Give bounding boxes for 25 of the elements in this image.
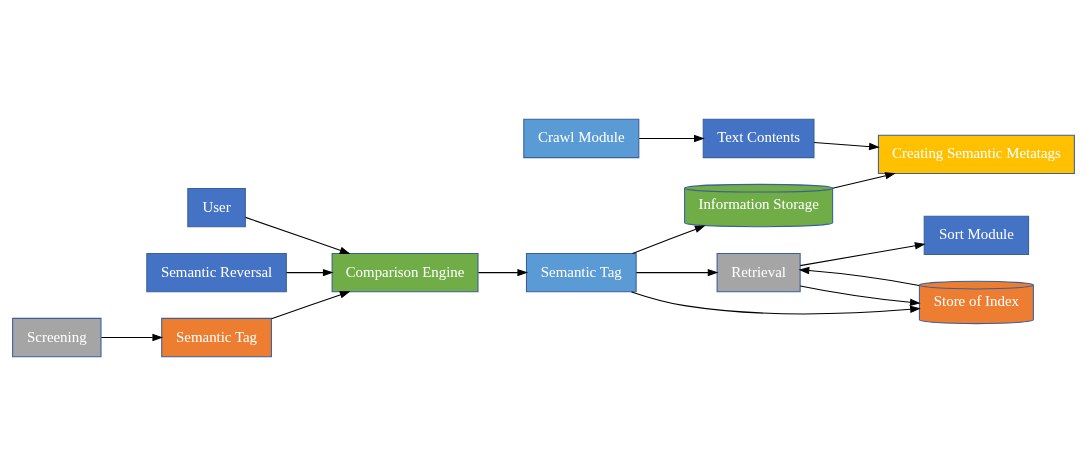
arrow [638,134,705,142]
arrow [477,268,529,276]
arrow [100,333,164,341]
arrow [271,290,351,319]
arrow [632,224,706,254]
node-box: Creating Semantic Metatags [877,134,1075,174]
arrow [799,241,926,266]
arrow [813,141,880,150]
node-box: Screening [12,317,102,357]
arrow [832,171,896,189]
arrow [285,268,334,276]
arrow [799,284,921,306]
node-box: Crawl Module [523,118,640,158]
node-box: Comparison Engine [331,252,479,292]
node-box: Semantic Reversal [146,252,287,292]
arrow [635,268,719,276]
node-box: Retrieval [716,252,801,292]
node-box: Semantic Tag [161,317,272,357]
node-box: Text Contents [702,118,815,158]
node-box: Semantic Tag [525,252,637,292]
node-box: Sort Module [923,215,1030,255]
arrow [245,216,351,254]
arrow [798,266,920,286]
arrow [631,290,921,314]
node-box: User [187,187,246,227]
